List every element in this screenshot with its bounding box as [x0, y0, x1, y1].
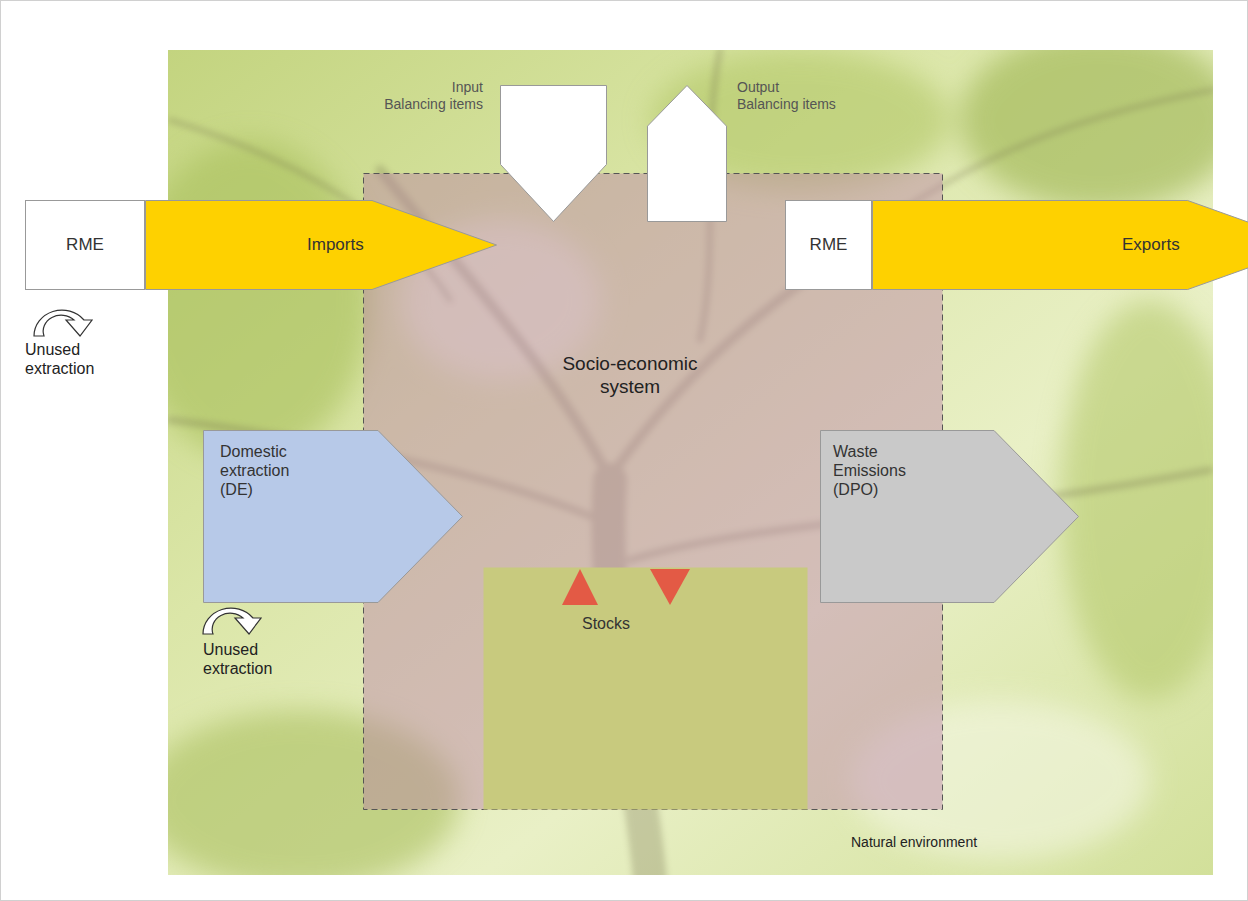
node-fill — [26, 201, 145, 290]
node-text: Natural environment — [851, 834, 977, 851]
imports-arrow: Imports — [145, 200, 497, 290]
node-fill — [786, 201, 872, 290]
node-fill — [484, 568, 808, 810]
node-text: Socio-economic system — [545, 353, 715, 399]
node-text: RME — [810, 235, 848, 255]
curved-arrow-symbol — [34, 310, 92, 336]
node-text: Domestic extraction (DE) — [220, 442, 308, 500]
node-text: Output Balancing items — [737, 79, 847, 113]
node-outline — [647, 85, 727, 222]
node-outline — [500, 85, 607, 222]
node-text: Waste Emissions (DPO) — [833, 442, 925, 500]
node-outline — [872, 200, 1248, 290]
stock-addition-triangle — [562, 569, 598, 605]
stock-removal-triangle — [650, 569, 690, 605]
node-fill — [146, 201, 497, 290]
stocks-box: Stocks — [483, 567, 808, 810]
line-spacer — [823, 79, 847, 96]
node-text: RME — [66, 235, 104, 255]
node-fill — [821, 431, 1079, 603]
node-fill — [204, 431, 463, 603]
node-outline — [483, 567, 808, 810]
domestic-extraction-arrow: Domestic extraction (DE) — [203, 430, 463, 603]
node-fill — [873, 201, 1248, 290]
waste-emissions-arrow: Waste Emissions (DPO) — [820, 430, 1079, 603]
node-fill — [648, 86, 727, 222]
output-balancing-arrow: Output Balancing items — [647, 85, 727, 222]
rme-box: RME — [785, 200, 872, 290]
tree-photo — [168, 50, 1213, 875]
natural-environment-frame: Natural environment Input Balancing items… — [168, 50, 1213, 875]
unused-extraction-label: Unused extraction — [25, 340, 107, 378]
rme-box: RME — [25, 200, 145, 290]
unused-extraction-label: Unused extraction — [203, 640, 285, 678]
node-text: Input Balancing items — [373, 79, 483, 113]
node-text: Stocks — [582, 614, 630, 633]
line-spacer — [373, 79, 397, 96]
node-fill — [364, 174, 943, 810]
exports-arrow: Exports — [872, 200, 1248, 290]
input-balancing-arrow: Input Balancing items — [500, 85, 607, 222]
node-text: Imports — [307, 235, 364, 255]
node-text: Exports — [1122, 235, 1180, 255]
curved-arrow-symbol — [203, 608, 261, 634]
